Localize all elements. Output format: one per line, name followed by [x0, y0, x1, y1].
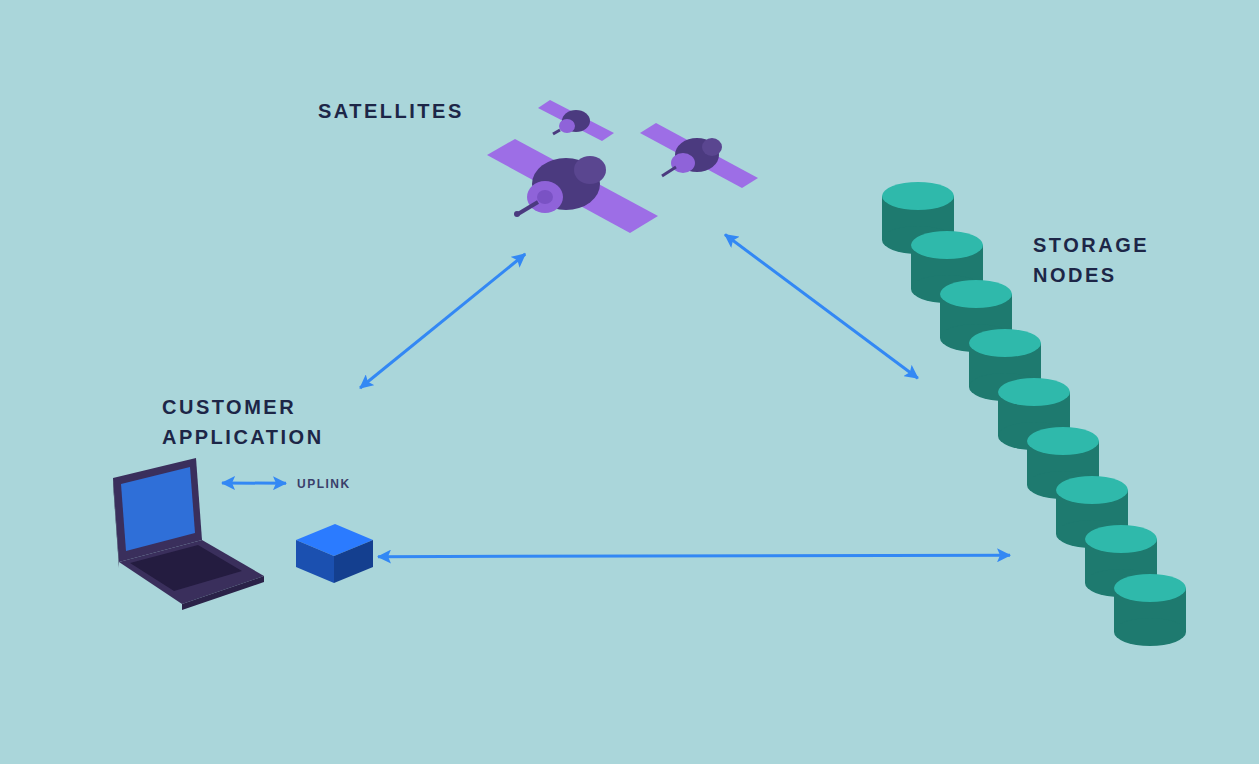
connector-arrow	[360, 254, 525, 388]
uplink-box: UPLINK	[286, 470, 378, 584]
cylinder-top	[1027, 427, 1099, 455]
node-label: UPLINK	[297, 476, 351, 492]
cylinder-top	[1085, 525, 1157, 553]
node-label: SATELLITES	[318, 98, 464, 124]
cylinder	[1114, 574, 1186, 646]
cylinder-top	[969, 329, 1041, 357]
cylinder-top	[940, 280, 1012, 308]
satellite-medium	[640, 123, 758, 188]
storage-cylinders	[882, 182, 1186, 646]
connector-arrow	[222, 482, 286, 485]
connector-arrow	[378, 555, 1010, 556]
storage-group: STORAGE NODES	[875, 175, 1195, 660]
node-label: CUSTOMER APPLICATION	[162, 392, 367, 452]
cylinder-top	[1114, 574, 1186, 602]
cylinder-base	[1114, 618, 1186, 646]
satellite-small	[538, 100, 614, 141]
customer-application-group: CUSTOMER APPLICATION UPLINK	[105, 388, 385, 610]
uplink-cube	[296, 524, 373, 583]
node-label: STORAGE NODES	[1033, 230, 1183, 290]
cylinder-top	[1056, 476, 1128, 504]
cylinder-top	[998, 378, 1070, 406]
connector-arrow	[725, 235, 918, 379]
cylinder-top	[911, 231, 983, 259]
laptop-icon	[113, 458, 264, 610]
satellite-large	[487, 139, 658, 233]
cylinder-top	[882, 182, 954, 210]
satellite-group: SATELLITES	[310, 92, 765, 254]
